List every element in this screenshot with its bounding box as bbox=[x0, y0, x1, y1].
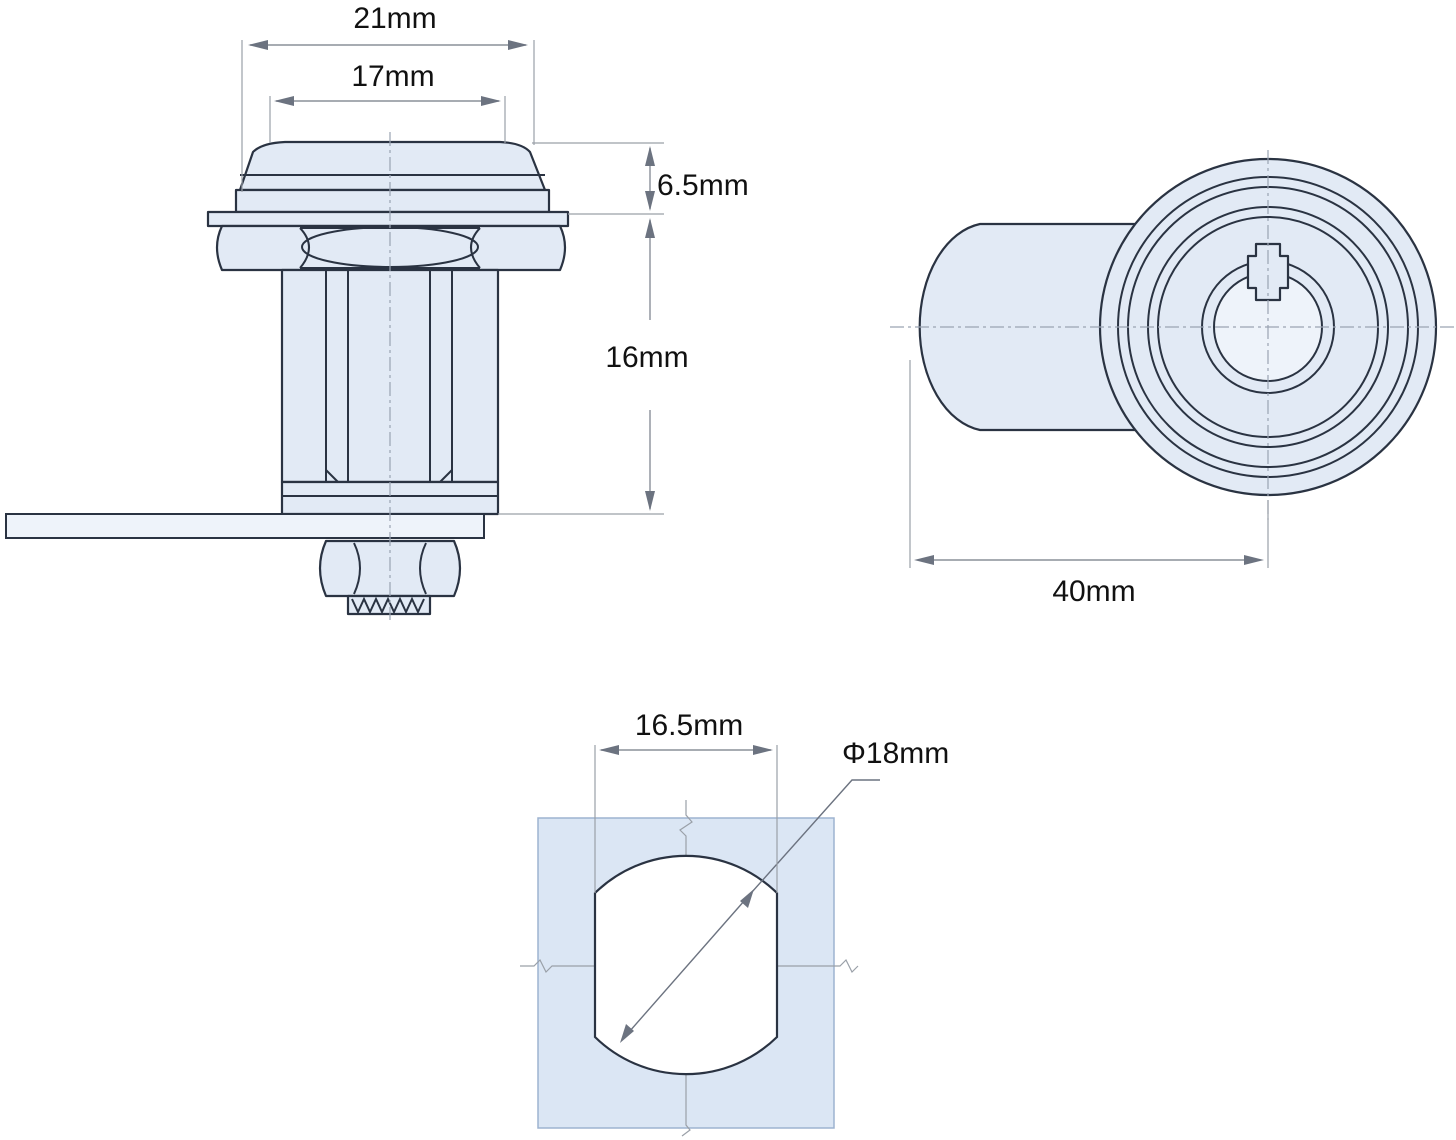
cam-arm bbox=[918, 222, 1142, 432]
hex-nut bbox=[215, 224, 567, 272]
cutout-hole bbox=[593, 854, 779, 1076]
label-cutout-diameter: Φ18mm bbox=[842, 737, 949, 770]
lock-cap bbox=[238, 140, 547, 192]
cap-rim bbox=[234, 188, 551, 214]
flange-washer bbox=[206, 210, 570, 228]
panel-cutout-view: 16.5mm Φ18mm bbox=[520, 709, 949, 1137]
cam-blade bbox=[5, 513, 485, 539]
label-overall-length: 40mm bbox=[1052, 575, 1135, 608]
label-cutout-width: 16.5mm bbox=[635, 709, 743, 742]
label-face-width: 17mm bbox=[351, 60, 434, 93]
label-flange-height: 6.5mm bbox=[657, 169, 749, 202]
key-slot bbox=[1246, 242, 1290, 302]
label-body-length: 16mm bbox=[605, 341, 688, 374]
label-top-width: 21mm bbox=[353, 2, 436, 35]
front-view: 40mm bbox=[890, 150, 1456, 608]
side-view: 21mm 17mm 6.5mm 16mm bbox=[5, 2, 749, 620]
